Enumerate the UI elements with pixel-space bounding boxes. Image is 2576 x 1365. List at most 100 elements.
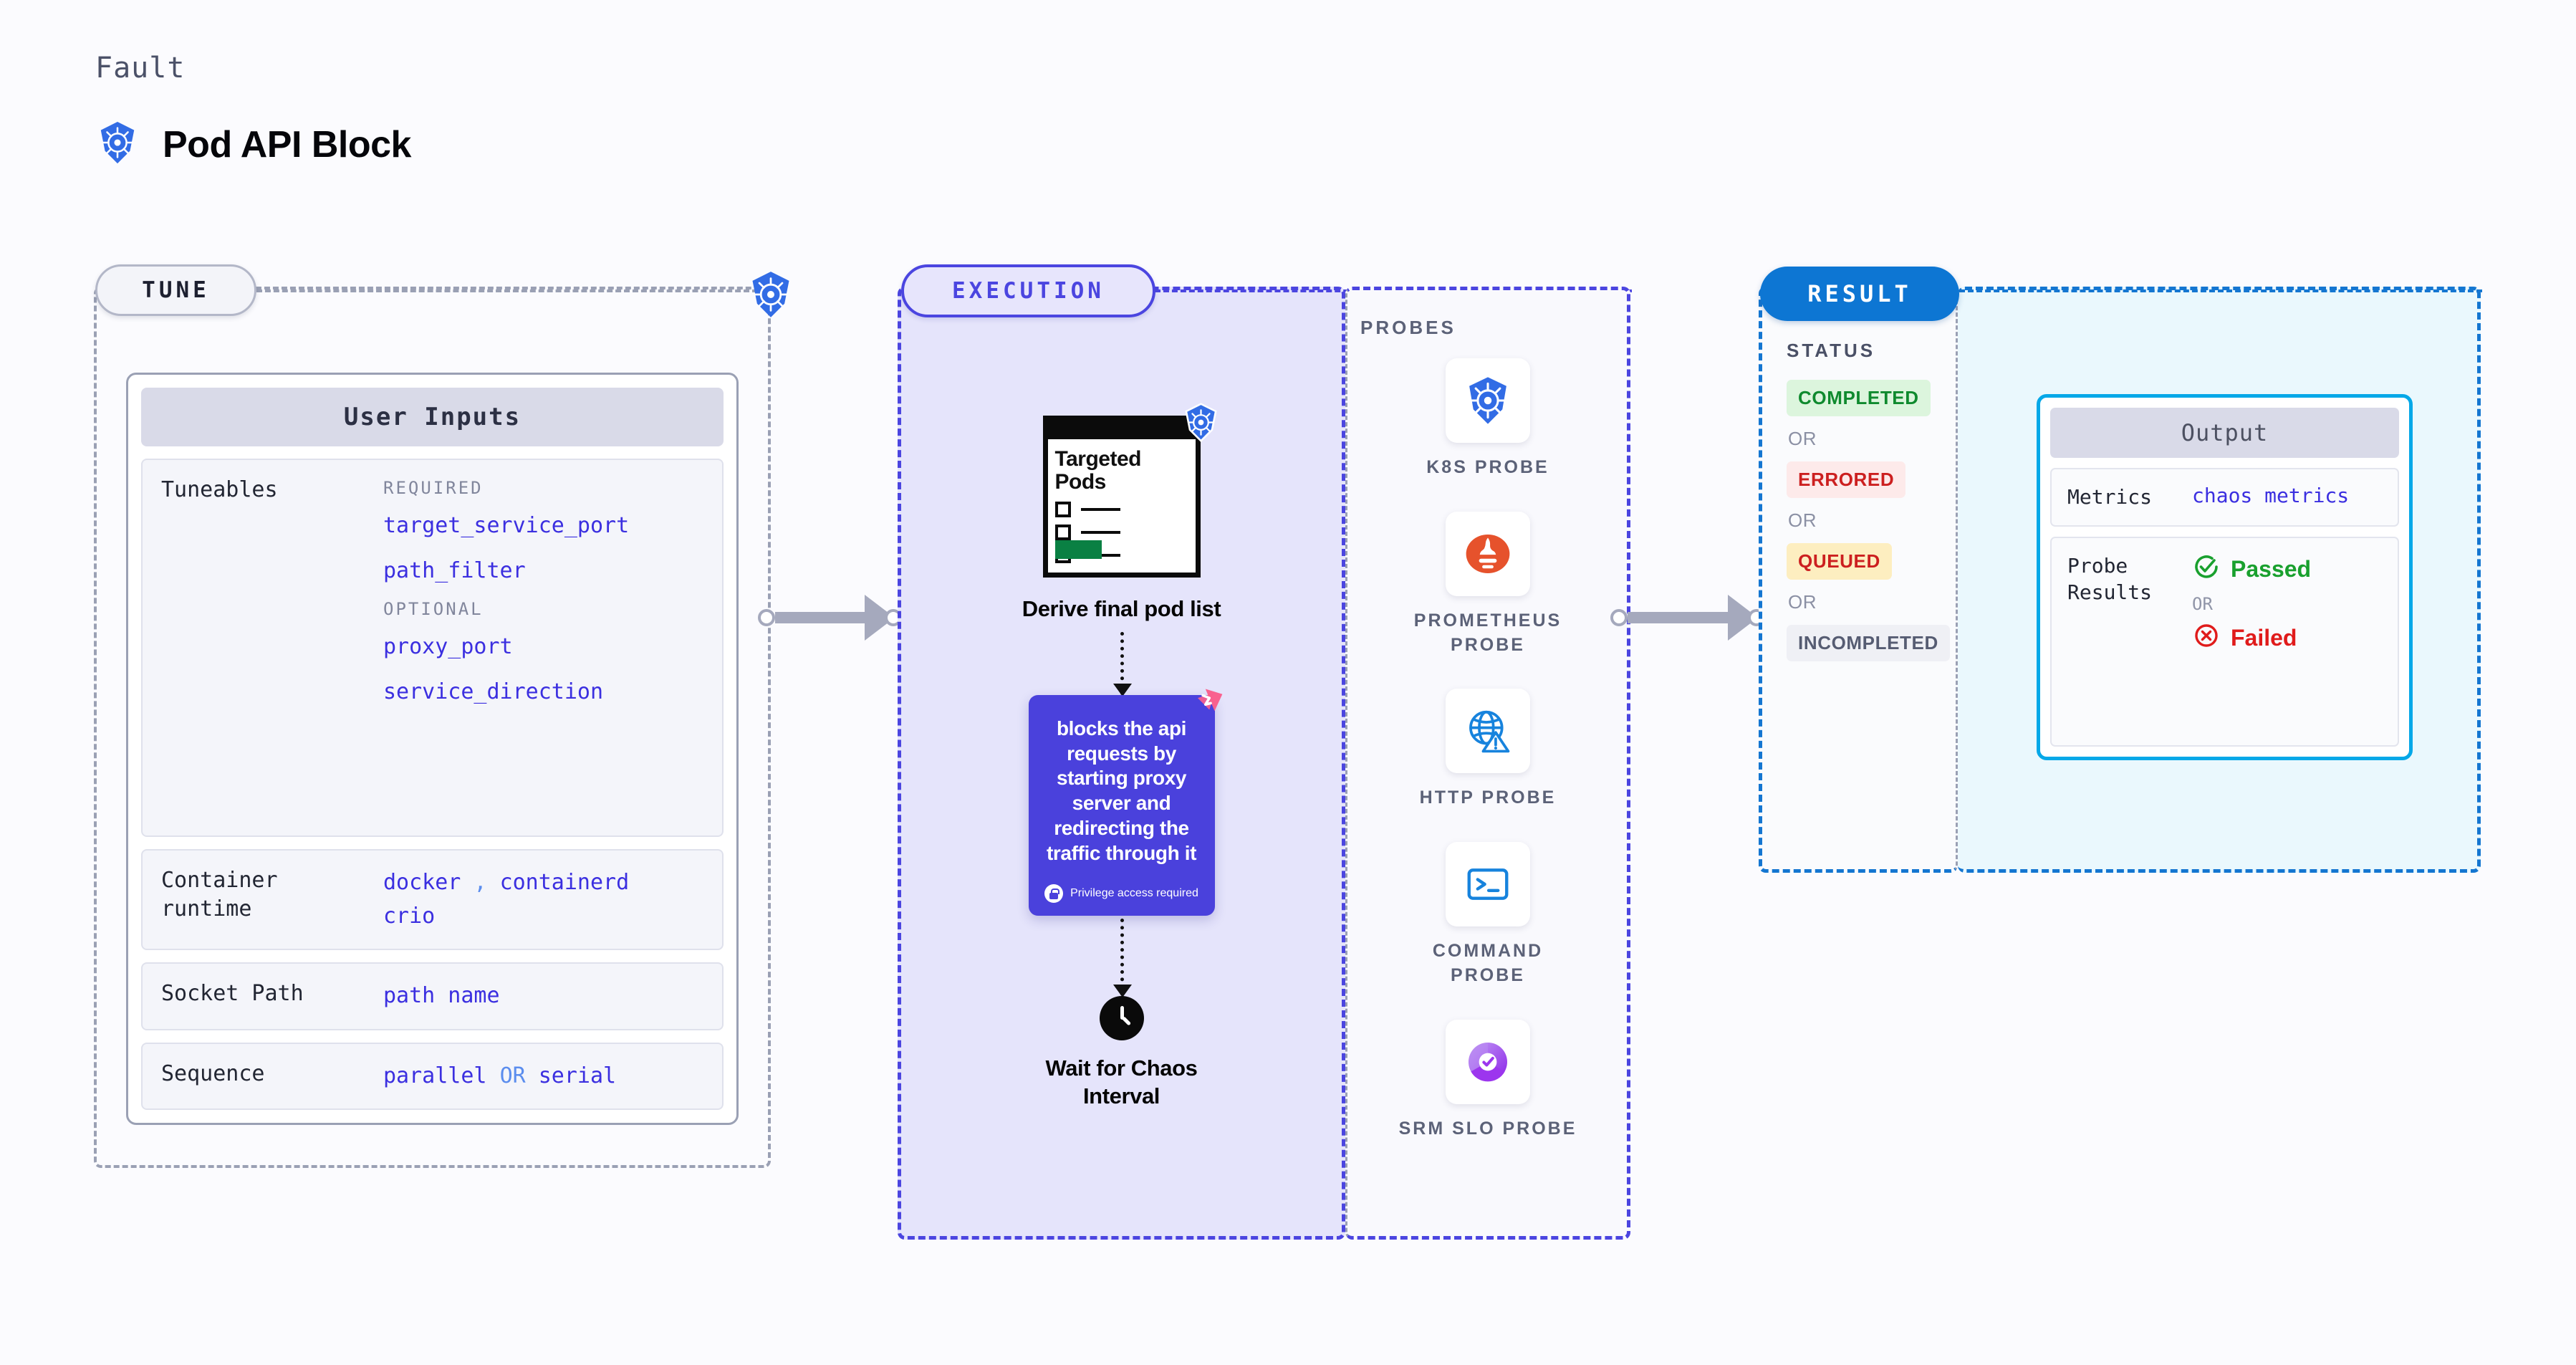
tuneable-target-service-port[interactable]: target_service_port — [383, 513, 630, 538]
runtime-separator: , — [474, 870, 487, 895]
action-card: blocks the api requests by starting prox… — [1028, 689, 1222, 916]
targeted-pods-doc: Targeted Pods — [1042, 403, 1217, 578]
result-pill-connector — [1959, 289, 2482, 292]
doc-item-row — [1054, 525, 1120, 540]
probes-title: PROBES — [1360, 317, 1456, 338]
wait-caption-line2: Interval — [1082, 1083, 1160, 1109]
arrow-line — [1120, 632, 1124, 695]
privilege-note: Privilege access required — [1043, 884, 1201, 904]
metrics-label: Metrics — [2067, 485, 2153, 509]
probe-item-command[interactable]: COMMAND PROBE — [1395, 842, 1581, 988]
probe-label: HTTP PROBE — [1419, 787, 1557, 808]
flow-arrow — [1112, 632, 1132, 696]
status-or: OR — [1788, 509, 1817, 531]
tuneables-label: Tuneables — [161, 477, 278, 502]
connector-line — [775, 612, 865, 623]
kubernetes-icon — [1446, 358, 1530, 443]
status-badge-errored: ERRORED — [1787, 461, 1906, 498]
probe-result-passed: Passed — [2192, 552, 2311, 587]
action-card-text: blocks the api requests by starting prox… — [1047, 717, 1196, 864]
tune-panel — [94, 287, 771, 1168]
socket-path-value[interactable]: path name — [383, 983, 500, 1008]
arrow-head — [1112, 684, 1132, 696]
litmus-chaos-icon — [1183, 685, 1225, 727]
execution-to-result-connector — [1610, 595, 1765, 641]
sequence-serial[interactable]: serial — [538, 1063, 617, 1088]
tune-pill[interactable]: TUNE — [95, 264, 256, 316]
kubernetes-icon — [746, 270, 795, 319]
connector-start-dot — [758, 609, 775, 626]
socket-path-row: Socket Path path name — [141, 962, 724, 1030]
execution-pill[interactable]: EXECUTION — [901, 264, 1155, 317]
probe-result-failed: Failed — [2192, 621, 2311, 656]
status-badge-completed: COMPLETED — [1787, 380, 1931, 416]
doc-dash — [1080, 531, 1120, 534]
sequence-values: parallel OR serial — [383, 1060, 616, 1093]
arrow-head — [1112, 985, 1132, 998]
probe-result-or: OR — [2192, 593, 2213, 614]
optional-caption: OPTIONAL — [383, 599, 484, 619]
fault-kicker: Fault — [95, 52, 186, 85]
connector-line — [1628, 612, 1728, 623]
metrics-value[interactable]: chaos metrics — [2192, 484, 2350, 507]
sequence-parallel[interactable]: parallel — [383, 1063, 487, 1088]
connector-start-dot — [1610, 609, 1628, 626]
fault-title-row: Pod API Block — [95, 120, 411, 168]
tuneable-service-direction[interactable]: service_direction — [383, 679, 604, 704]
required-caption: REQUIRED — [383, 478, 484, 498]
failed-label: Failed — [2231, 625, 2297, 651]
status-title: STATUS — [1787, 340, 1876, 361]
probe-item-prometheus[interactable]: PROMETHEUS PROBE — [1395, 511, 1581, 658]
runtime-containerd[interactable]: containerd — [499, 870, 630, 895]
metrics-row: Metrics chaos metrics — [2050, 468, 2399, 527]
lock-icon — [1044, 884, 1064, 904]
derive-pod-list-caption: Derive final pod list — [1022, 596, 1221, 621]
x-circle-icon — [2192, 621, 2221, 656]
status-badge-incompleted: INCOMPLETED — [1787, 625, 1950, 661]
probe-results-values: Passed OR Failed — [2192, 552, 2311, 656]
sequence-or: OR — [499, 1063, 526, 1088]
doc-title: Targeted Pods — [1054, 447, 1142, 494]
wait-caption-line1: Wait for Chaos — [1045, 1055, 1198, 1081]
doc-status-bar — [1054, 540, 1102, 559]
output-title: Output — [2050, 408, 2399, 458]
doc-checkbox — [1054, 502, 1071, 517]
tune-pill-connector — [256, 289, 758, 292]
globe-warning-icon — [1446, 689, 1530, 774]
user-inputs-title: User Inputs — [141, 388, 724, 446]
check-circle-icon — [2192, 552, 2221, 587]
doc-item-row — [1054, 502, 1120, 517]
sequence-row: Sequence parallel OR serial — [141, 1042, 724, 1110]
probe-label: COMMAND PROBE — [1432, 941, 1544, 985]
runtime-crio[interactable]: crio — [383, 903, 436, 929]
tune-to-execution-connector — [758, 595, 902, 641]
tuneable-path-filter[interactable]: path_filter — [383, 557, 526, 583]
arrow-line — [1120, 919, 1124, 997]
tuneable-proxy-port[interactable]: proxy_port — [383, 634, 513, 659]
probe-item-http[interactable]: HTTP PROBE — [1395, 689, 1581, 810]
result-pill[interactable]: RESULT — [1760, 267, 1959, 321]
page-title: Pod API Block — [163, 123, 411, 166]
runtime-docker[interactable]: docker — [383, 870, 461, 895]
prometheus-icon — [1446, 511, 1530, 596]
user-inputs-card: User Inputs Tuneables REQUIRED target_se… — [126, 373, 739, 1125]
probe-item-k8s[interactable]: K8S PROBE — [1395, 358, 1581, 480]
doc-title-line1: Targeted — [1054, 447, 1142, 471]
passed-label: Passed — [2231, 556, 2312, 583]
status-badge-queued: QUEUED — [1787, 543, 1892, 580]
probes-list: K8S PROBE PROMETHEUS PROBE — [1345, 358, 1630, 1141]
probe-item-srm-slo[interactable]: SRM SLO PROBE — [1395, 1019, 1581, 1141]
tuneables-row: Tuneables REQUIRED target_service_port p… — [141, 459, 724, 837]
container-runtime-label: Container runtime — [161, 868, 278, 921]
doc-dash — [1080, 508, 1120, 511]
socket-path-label: Socket Path — [161, 981, 304, 1006]
doc-checkbox — [1054, 525, 1071, 540]
execution-flow: Targeted Pods — [898, 287, 1345, 1240]
clock-icon — [1099, 996, 1144, 1041]
tuneables-values: REQUIRED target_service_port path_filter… — [383, 476, 629, 709]
probe-label: SRM SLO PROBE — [1398, 1118, 1577, 1139]
